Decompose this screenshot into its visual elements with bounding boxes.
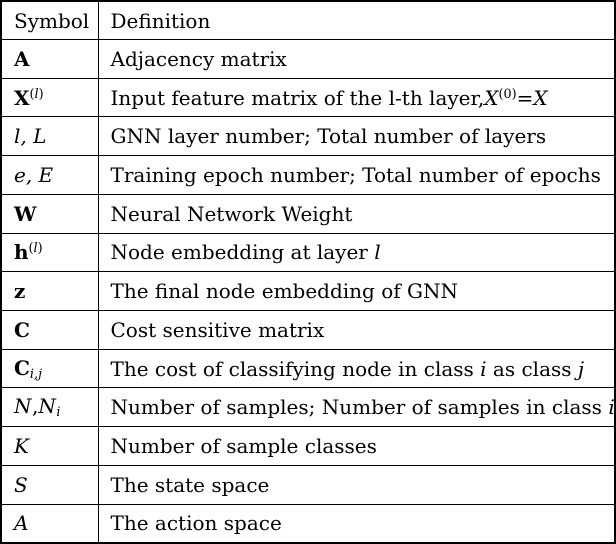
text-segment: Neural Network Weight [110, 201, 353, 226]
text-segment: i,j [29, 366, 43, 382]
table-body: A Adjacency matrix X(l) Input feature ma… [0, 39, 616, 544]
table-row: S The state space [0, 464, 616, 505]
text-segment: h [14, 240, 29, 265]
table-row: e, E Training epoch number; Total number… [0, 155, 616, 195]
text-segment: Node embedding at layer [110, 240, 375, 265]
text-segment: e, E [14, 163, 54, 188]
text-segment: l [33, 241, 38, 257]
text-segment: ( [28, 241, 34, 257]
text-segment: , [32, 394, 39, 419]
table-row: N,Ni Number of samples; Number of sample… [0, 387, 616, 428]
symbol-cell: W [0, 193, 99, 234]
text-segment: N [38, 394, 57, 419]
definition-cell: Cost sensitive matrix [97, 310, 616, 350]
table-header: Symbol Definition [0, 0, 616, 40]
text-segment: The action space [110, 511, 282, 536]
text-segment: ( [29, 86, 35, 102]
text-segment: A [14, 511, 29, 536]
symbol-cell: S [0, 464, 99, 505]
symbol-cell: X(l) [0, 77, 99, 118]
table-row: X(l) Input feature matrix of the l-th la… [0, 77, 616, 118]
text-segment: X [484, 85, 499, 110]
definition-cell: Number of samples; Number of samples in … [97, 387, 616, 428]
text-segment: The state space [110, 472, 270, 497]
text-segment: The cost of classifying node in class [110, 356, 481, 381]
table-row: K Number of sample classes [0, 426, 616, 466]
table-row: A Adjacency matrix [0, 39, 616, 79]
text-segment: z [14, 279, 26, 304]
header-row: Symbol Definition [0, 0, 616, 40]
table-row: h(l) Node embedding at layer l [0, 232, 616, 273]
text-segment: X [14, 85, 30, 110]
text-segment: W [14, 201, 37, 226]
definition-cell: Adjacency matrix [97, 39, 616, 79]
text-segment: X [533, 85, 548, 110]
definition-cell: GNN layer number; Total number of layers [97, 116, 616, 157]
text-segment: ) [38, 86, 44, 102]
text-segment: K [14, 434, 29, 459]
text-segment: C [14, 355, 30, 380]
symbol-cell: Ci,j [0, 348, 99, 389]
table-row: l, L GNN layer number; Total number of l… [0, 116, 616, 157]
definition-cell: The action space [97, 503, 616, 544]
definition-cell: Node embedding at layer l [97, 232, 616, 273]
text-segment: Number of sample classes [110, 434, 377, 459]
text-segment: i [56, 405, 61, 421]
text-segment: The final node embedding of GNN [110, 279, 459, 304]
symbol-cell: h(l) [0, 232, 99, 273]
symbol-cell: A [0, 503, 99, 544]
text-segment: l [374, 240, 381, 265]
table-row: C Cost sensitive matrix [0, 310, 616, 350]
table-row: z The final node embedding of GNN [0, 271, 616, 312]
definition-cell: The state space [97, 464, 616, 505]
definition-cell: Training epoch number; Total number of e… [97, 155, 616, 195]
column-header-definition: Definition [97, 0, 616, 40]
table-row: Ci,j The cost of classifying node in cla… [0, 348, 616, 389]
definition-cell: Neural Network Weight [97, 193, 616, 234]
text-segment: = [516, 85, 534, 110]
symbol-cell: K [0, 426, 99, 466]
text-segment: Number of samples; Number of samples in … [110, 395, 609, 420]
text-segment: Input feature matrix of the l-th layer, [110, 85, 485, 110]
symbol-cell: A [0, 39, 99, 79]
text-segment: S [14, 472, 29, 497]
text-segment: i [608, 395, 615, 420]
text-segment: l [34, 86, 39, 102]
definition-cell: The cost of classifying node in class i … [97, 348, 616, 389]
table-row: W Neural Network Weight [0, 193, 616, 234]
symbol-cell: e, E [0, 155, 99, 195]
table-row: A The action space [0, 503, 616, 544]
text-segment: l, L [14, 124, 47, 149]
text-segment: Adjacency matrix [110, 46, 287, 71]
column-header-symbol: Symbol [0, 0, 99, 40]
definition-cell: Input feature matrix of the l-th layer,X… [97, 77, 616, 118]
text-segment: Cost sensitive matrix [110, 317, 325, 342]
text-segment: i [480, 356, 487, 381]
text-segment: ) [37, 241, 43, 257]
text-segment: A [14, 46, 30, 71]
text-segment: N [14, 394, 32, 419]
text-segment: GNN layer number; Total number of layers [110, 124, 547, 149]
text-segment: Training epoch number; Total number of e… [110, 163, 601, 188]
symbol-cell: N,Ni [0, 387, 99, 428]
text-segment: as class [486, 356, 578, 381]
definition-cell: Number of sample classes [97, 426, 616, 466]
text-segment: j [577, 356, 585, 381]
symbol-cell: z [0, 271, 99, 312]
text-segment: C [14, 317, 30, 342]
text-segment: (0) [498, 86, 517, 102]
symbol-cell: C [0, 310, 99, 350]
definition-cell: The final node embedding of GNN [97, 271, 616, 312]
symbol-cell: l, L [0, 116, 99, 157]
